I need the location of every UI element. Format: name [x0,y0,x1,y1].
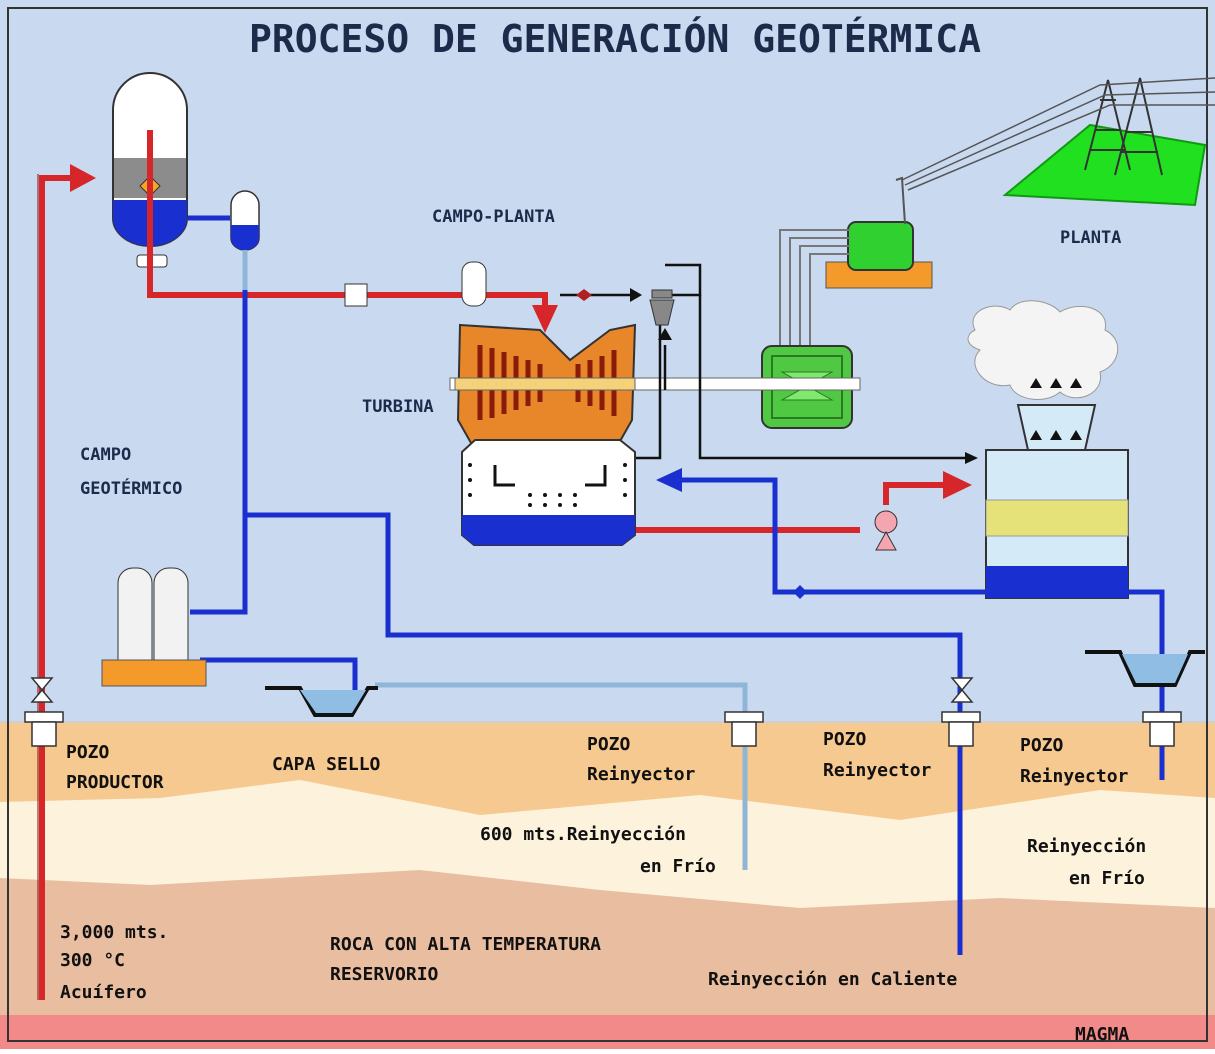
generator-cables [779,229,850,345]
label-pozo-reinyector-2a: POZO [823,729,867,750]
label-pozo-reinyector-2b: Reinyector [823,760,932,781]
label-pozo-reinyector-1b: Reinyector [587,764,696,785]
label-roca-1: ROCA CON ALTA TEMPERATURA [330,934,601,955]
label-reiny-caliente: Reinyección en Caliente [708,969,957,990]
label-acuifero-1: 3,000 mts. [60,922,168,943]
arrow-icon [943,471,972,499]
label-magma: MAGMA [1075,1024,1129,1045]
page-title: PROCESO DE GENERACIÓN GEOTÉRMICA [249,17,981,61]
label-pozo-productor-1: POZO [66,742,110,763]
power-lines [901,77,1215,191]
nozzle-icon [649,299,675,326]
label-pozo-reinyector-1a: POZO [587,734,631,755]
rock-layer [0,870,1215,1022]
exchanger-base [101,659,207,687]
vapor-dots [468,463,627,507]
pump-icon [874,510,898,534]
label-campo-planta: CAMPO-PLANTA [432,207,555,227]
tower-arrows [1030,378,1082,440]
label-pozo-reinyector-3b: Reinyector [1020,766,1129,787]
label-campo: CAMPO [80,445,131,465]
wellhead-icons [24,677,1182,747]
pond-left [265,686,378,717]
generator-base [825,261,933,289]
label-acuifero-3: Acuífero [60,982,147,1003]
label-pozo-productor-2: PRODUCTOR [66,772,164,793]
valve-icon [461,261,487,307]
magma-layer [0,1015,1215,1049]
label-acuifero-2: 300 °C [60,950,125,971]
arrow-icon [656,468,682,492]
arrow-icon [70,164,96,192]
steam-cloud [967,300,1119,400]
label-reiny-frio-600-2: en Frío [640,856,716,877]
label-roca-2: RESERVORIO [330,964,439,985]
label-reiny-frio-2: en Frío [1069,868,1145,889]
control-lines [560,263,972,460]
frame [7,7,1208,1042]
label-reiny-frio-1: Reinyección [1027,836,1146,857]
label-capa-sello: CAPA SELLO [272,754,381,775]
valve-icon [344,283,368,307]
label-geotermico: GEOTÉRMICO [80,477,182,499]
cold-water-pipes [242,250,748,870]
label-turbina: TURBINA [362,397,434,417]
label-planta: PLANTA [1060,228,1121,248]
arrow-icon [532,305,558,333]
transmission-tower-icon [1084,77,1163,176]
generator [847,221,914,271]
pond-right [1085,650,1205,687]
label-pozo-reinyector-3a: POZO [1020,735,1064,756]
label-reiny-frio-600-1: 600 mts.Reinyección [480,824,686,845]
